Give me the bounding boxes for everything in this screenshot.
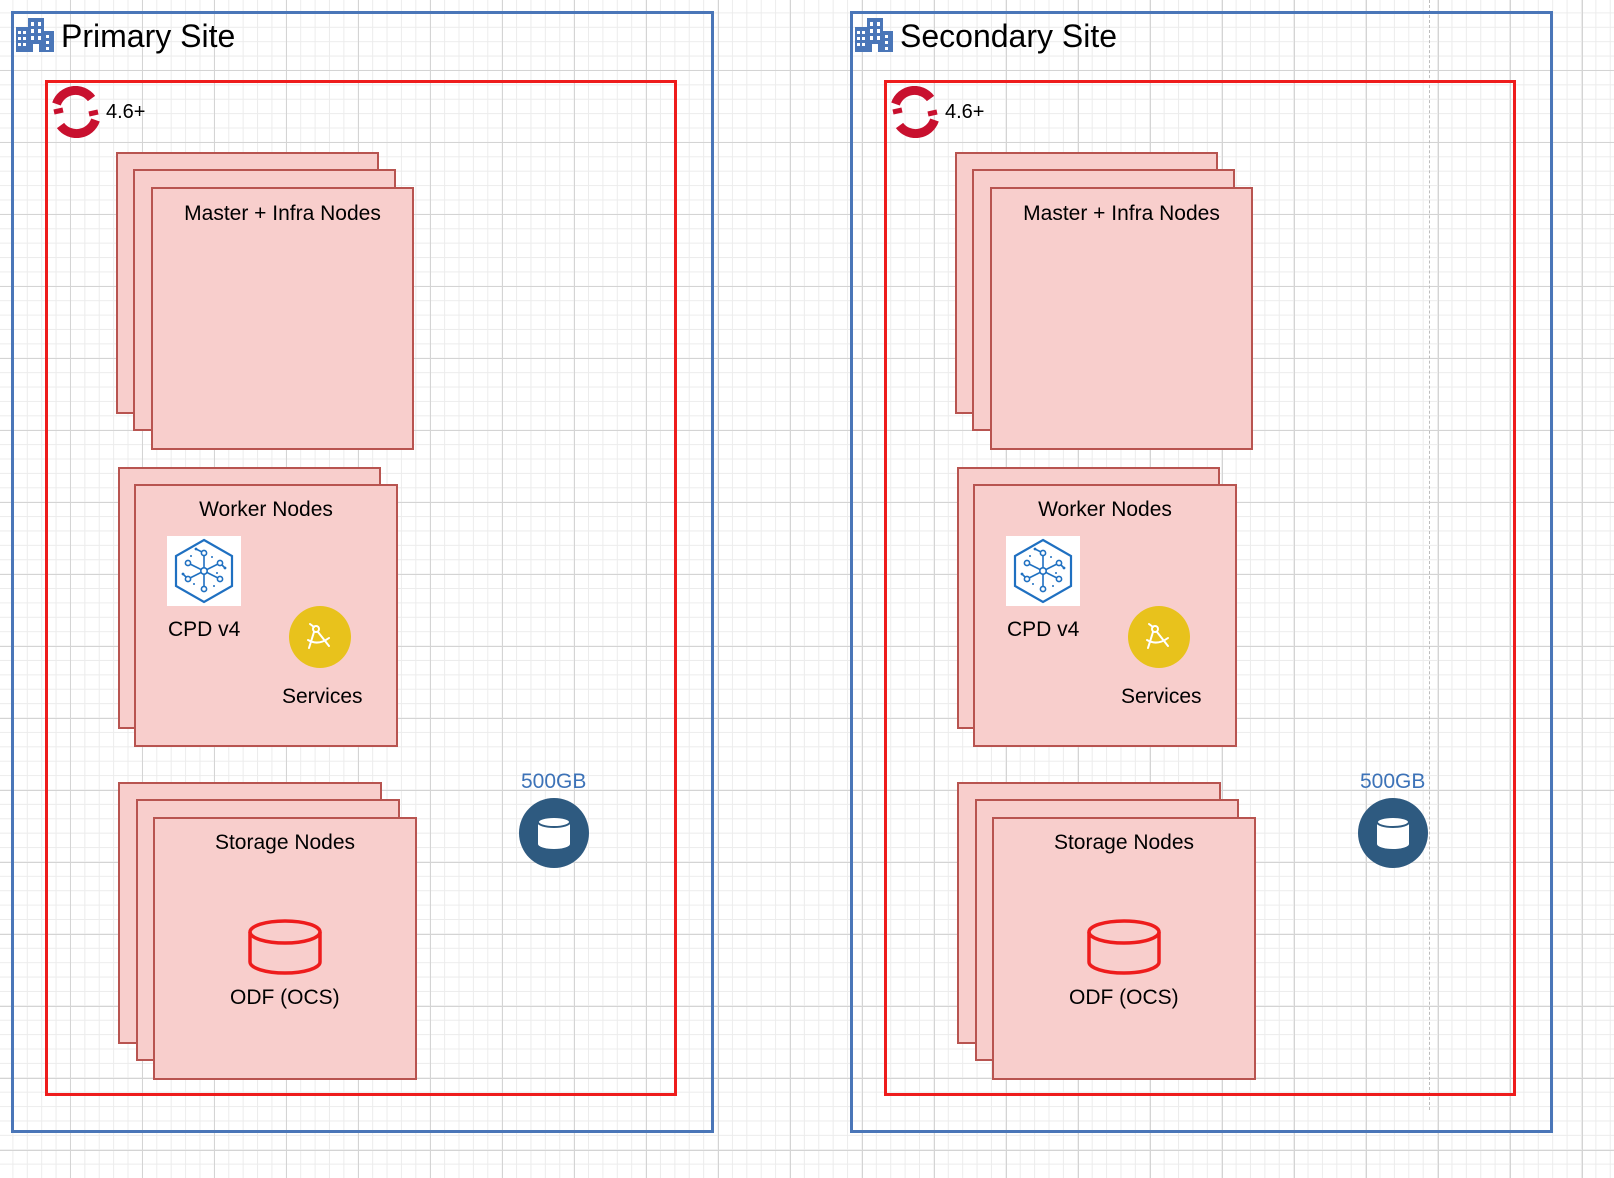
page-guide-line	[1429, 0, 1430, 1110]
openshift-version: 4.6+	[106, 101, 146, 123]
block-storage-volume-icon	[519, 798, 589, 868]
services-label: Services	[282, 685, 363, 708]
openshift-cluster-boundary	[884, 80, 1516, 1096]
cloud-pak-data-hexagon-icon	[1006, 536, 1080, 606]
volume-size-label: 500GB	[1360, 770, 1426, 793]
site-title: Secondary Site	[900, 18, 1118, 54]
cpd-label: CPD v4	[168, 618, 241, 641]
building-icon	[14, 17, 56, 53]
building-icon	[853, 17, 895, 53]
master-infra-nodes-label: Master + Infra Nodes	[184, 202, 381, 225]
storage-nodes-card: Storage Nodes	[992, 817, 1256, 1080]
master-infra-nodes-card: Master + Infra Nodes	[990, 187, 1253, 450]
openshift-cluster-boundary	[45, 80, 677, 1096]
worker-nodes-card: Worker Nodes	[134, 484, 398, 747]
secondary-site-boundary	[850, 11, 1553, 1133]
openshift-logo-icon	[50, 86, 102, 138]
primary-site-boundary	[11, 11, 714, 1133]
master-infra-nodes-label: Master + Infra Nodes	[1023, 202, 1220, 225]
block-storage-volume-icon	[1358, 798, 1428, 868]
worker-nodes-card: Worker Nodes	[973, 484, 1237, 747]
storage-nodes-label: Storage Nodes	[1053, 831, 1195, 854]
site-title: Primary Site	[61, 18, 236, 54]
drafting-compass-icon	[1128, 606, 1190, 668]
odf-label: ODF (OCS)	[1069, 986, 1179, 1009]
services-label: Services	[1121, 685, 1202, 708]
storage-nodes-label: Storage Nodes	[214, 831, 356, 854]
drafting-compass-icon	[289, 606, 351, 668]
openshift-logo-icon	[889, 86, 941, 138]
openshift-version: 4.6+	[945, 101, 985, 123]
master-infra-nodes-card: Master + Infra Nodes	[151, 187, 414, 450]
volume-size-label: 500GB	[521, 770, 587, 793]
cpd-label: CPD v4	[1007, 618, 1080, 641]
storage-nodes-card: Storage Nodes	[153, 817, 417, 1080]
worker-nodes-label: Worker Nodes	[1038, 498, 1172, 521]
odf-label: ODF (OCS)	[230, 986, 340, 1009]
worker-nodes-label: Worker Nodes	[199, 498, 333, 521]
database-cylinder-icon	[1086, 918, 1162, 976]
database-cylinder-icon	[247, 918, 323, 976]
cloud-pak-data-hexagon-icon	[167, 536, 241, 606]
